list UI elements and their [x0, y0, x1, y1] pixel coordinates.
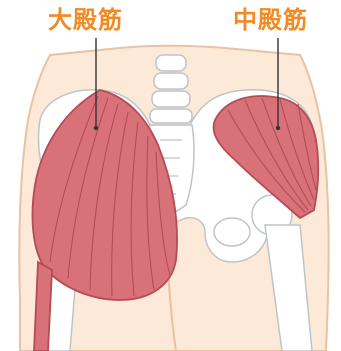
label-gluteus-maximus: 大殿筋: [48, 6, 123, 34]
pointer-dot-gluteus-medius: [276, 126, 280, 130]
obturator-foramen-right: [214, 218, 250, 246]
label-gluteus-medius: 中殿筋: [233, 6, 308, 34]
pointer-dot-gluteus-maximus: [94, 126, 98, 130]
iliotibial-band: [34, 262, 52, 351]
